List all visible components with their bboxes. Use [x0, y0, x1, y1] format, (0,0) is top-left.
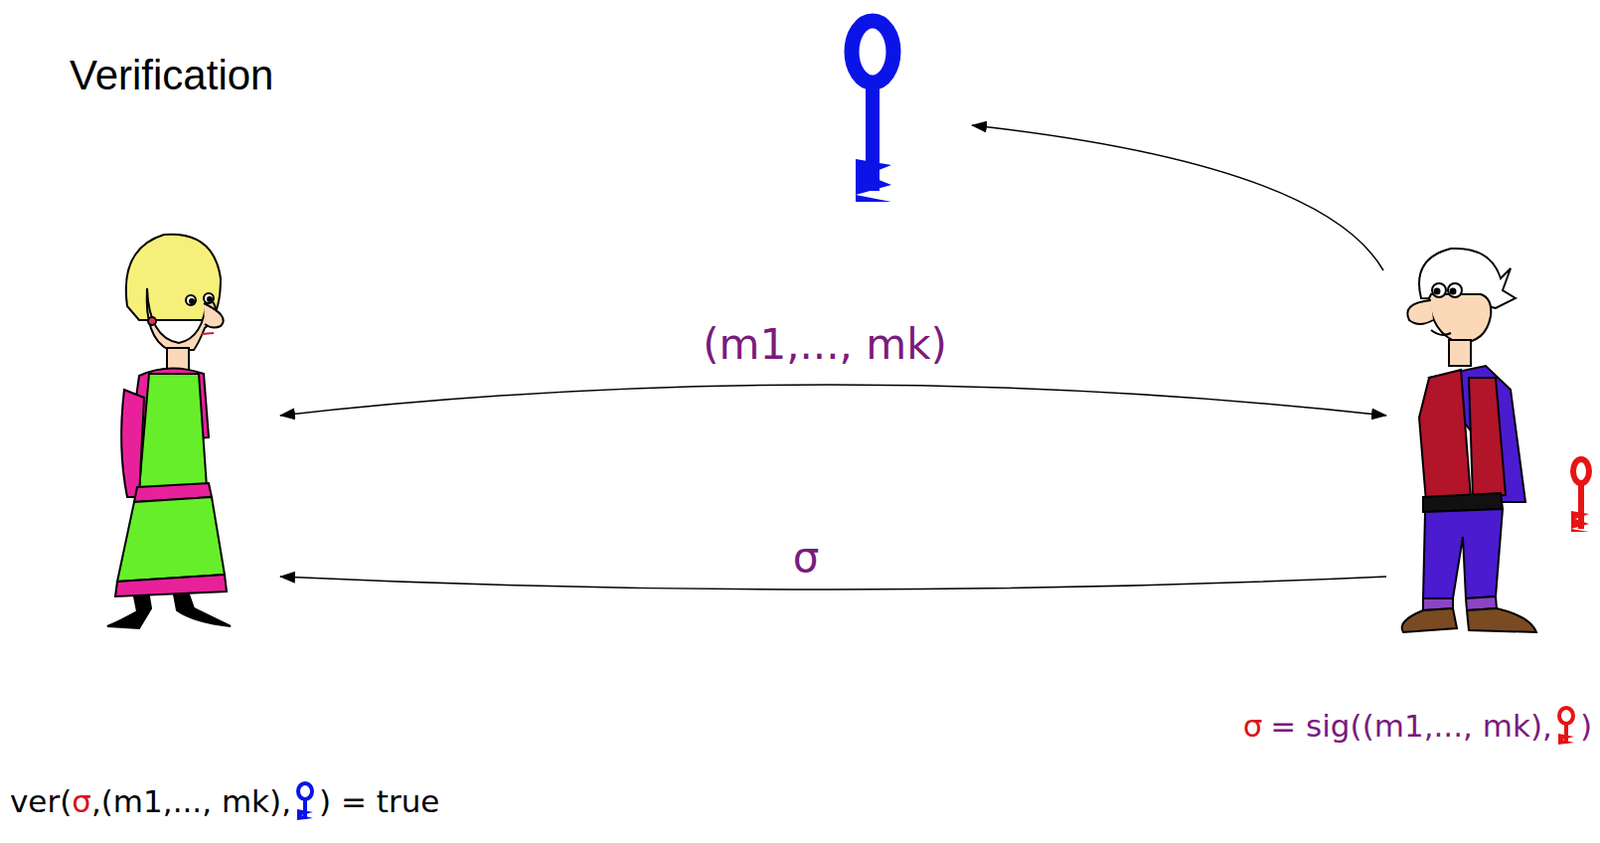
formula-text: ): [1580, 707, 1593, 744]
formula-text: ver(: [9, 783, 72, 819]
signature-label: σ: [789, 532, 824, 582]
formula-text: ,(m1,..., mk),: [91, 783, 292, 819]
publish-arrow: [971, 125, 1384, 271]
signature-symbol: σ: [1243, 707, 1264, 744]
woman-figure: [107, 234, 231, 629]
public-key: [851, 20, 894, 202]
key-icon: [1554, 705, 1579, 746]
formula-text: = sig((m1,..., mk),: [1270, 707, 1553, 744]
signing-formula: σ= sig((m1,..., mk),): [1243, 705, 1593, 746]
diagram-title: Verification: [69, 51, 274, 100]
message-arrow: [280, 384, 1387, 416]
formula-text: ) = true: [319, 783, 440, 819]
signature-symbol: σ: [71, 783, 92, 819]
verification-formula: ver(σ,(m1,..., mk), ) = true: [9, 781, 440, 821]
man-figure: [1402, 248, 1537, 633]
key-icon: [293, 781, 318, 821]
message-label: (m1,..., mk): [698, 320, 952, 369]
private-key: [1571, 459, 1590, 532]
signature-arrow: [280, 576, 1387, 590]
